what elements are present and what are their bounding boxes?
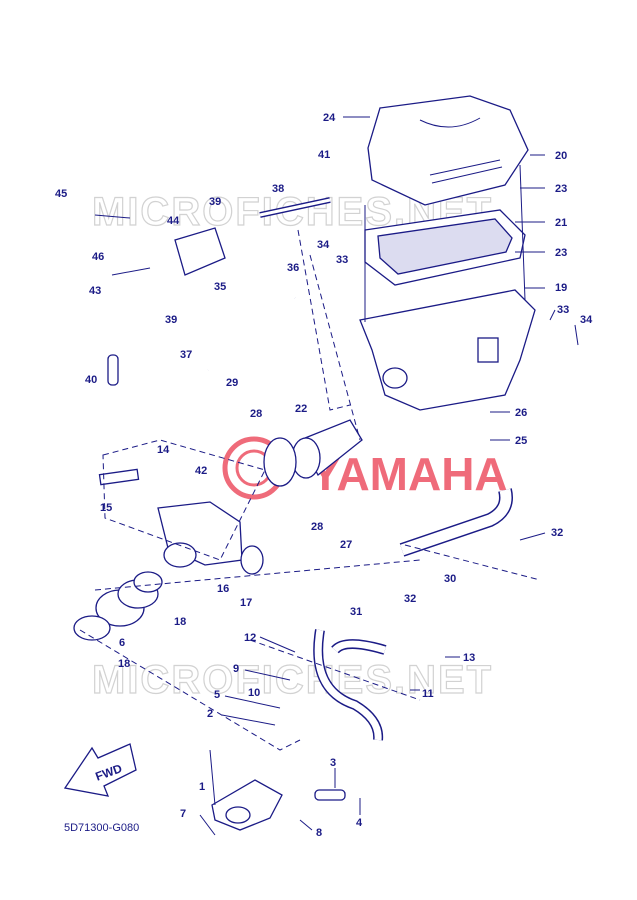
callout-43: 43 bbox=[89, 285, 101, 297]
callout-28-a: 28 bbox=[250, 408, 262, 420]
callout-4: 4 bbox=[356, 817, 363, 829]
callout-14: 14 bbox=[157, 444, 170, 456]
callout-35: 35 bbox=[214, 281, 226, 293]
callout-3: 3 bbox=[330, 757, 336, 769]
callout-20: 20 bbox=[555, 150, 567, 162]
callout-33-b: 33 bbox=[557, 304, 569, 316]
callout-2: 2 bbox=[207, 708, 213, 720]
callout-46: 46 bbox=[92, 251, 104, 263]
callout-19: 19 bbox=[555, 282, 567, 294]
callout-1: 1 bbox=[199, 781, 205, 793]
callout-15: 15 bbox=[100, 502, 112, 514]
airbox-assembly bbox=[359, 95, 536, 411]
callout-39-a: 39 bbox=[209, 196, 221, 208]
callout-42: 42 bbox=[195, 465, 207, 477]
callout-34-b: 34 bbox=[580, 314, 593, 326]
callout-27: 27 bbox=[340, 539, 352, 551]
bracket-44 bbox=[94, 214, 226, 386]
callout-32-a: 32 bbox=[551, 527, 563, 539]
intake-boot bbox=[73, 571, 163, 641]
callout-40: 40 bbox=[85, 374, 97, 386]
callout-23-b: 23 bbox=[555, 247, 567, 259]
callout-22: 22 bbox=[295, 403, 307, 415]
callout-23-a: 23 bbox=[555, 183, 567, 195]
callout-32-b: 32 bbox=[404, 593, 416, 605]
callout-38: 38 bbox=[272, 183, 284, 195]
callout-34-a: 34 bbox=[317, 239, 330, 251]
air-filter-element bbox=[377, 218, 513, 275]
intake-joint bbox=[263, 419, 363, 487]
callout-24: 24 bbox=[323, 112, 336, 124]
callout-13: 13 bbox=[463, 652, 475, 664]
callout-12: 12 bbox=[244, 632, 256, 644]
callout-10: 10 bbox=[248, 687, 260, 699]
callout-17: 17 bbox=[240, 597, 252, 609]
airbox-case bbox=[359, 289, 536, 411]
airbox-cover bbox=[367, 95, 529, 206]
leader-lines bbox=[199, 116, 579, 836]
callout-30: 30 bbox=[444, 573, 456, 585]
callout-9: 9 bbox=[233, 663, 239, 675]
callout-6: 6 bbox=[119, 637, 125, 649]
callout-18-a: 18 bbox=[174, 616, 186, 628]
callout-45: 45 bbox=[55, 188, 67, 200]
callout-5: 5 bbox=[214, 689, 220, 701]
callout-29: 29 bbox=[226, 377, 238, 389]
callout-8: 8 bbox=[316, 827, 322, 839]
callout-36: 36 bbox=[287, 262, 299, 274]
callout-18-b: 18 bbox=[118, 658, 130, 670]
breather-hoses bbox=[205, 197, 513, 741]
callout-16: 16 bbox=[217, 583, 229, 595]
callout-31: 31 bbox=[350, 606, 362, 618]
airbox-bracket bbox=[477, 337, 499, 363]
callout-44: 44 bbox=[167, 215, 180, 227]
drawing-code: 5D71300-G080 bbox=[64, 822, 139, 834]
yamaha-logo: YAMAHA bbox=[222, 436, 508, 500]
callout-21: 21 bbox=[555, 217, 567, 229]
carburetor-assembly bbox=[98, 468, 264, 575]
callout-37: 37 bbox=[180, 349, 192, 361]
callout-41: 41 bbox=[318, 149, 330, 161]
callout-39-b: 39 bbox=[165, 314, 177, 326]
callout-7: 7 bbox=[180, 808, 186, 820]
watermark-bottom: MICROFICHES.NET bbox=[92, 658, 493, 702]
callouts: 1 2 3 4 5 6 7 8 9 10 11 12 13 14 15 16 1… bbox=[55, 112, 593, 839]
fwd-arrow: FWD bbox=[63, 743, 137, 797]
assembly-lines bbox=[79, 229, 541, 751]
callout-26: 26 bbox=[515, 407, 527, 419]
intake-manifold bbox=[211, 779, 346, 831]
yamaha-wordmark: YAMAHA bbox=[310, 448, 508, 500]
callout-33-a: 33 bbox=[336, 254, 348, 266]
fwd-arrow-icon bbox=[63, 743, 137, 797]
callout-25: 25 bbox=[515, 435, 527, 447]
callout-11: 11 bbox=[422, 688, 434, 700]
callout-28-b: 28 bbox=[311, 521, 323, 533]
